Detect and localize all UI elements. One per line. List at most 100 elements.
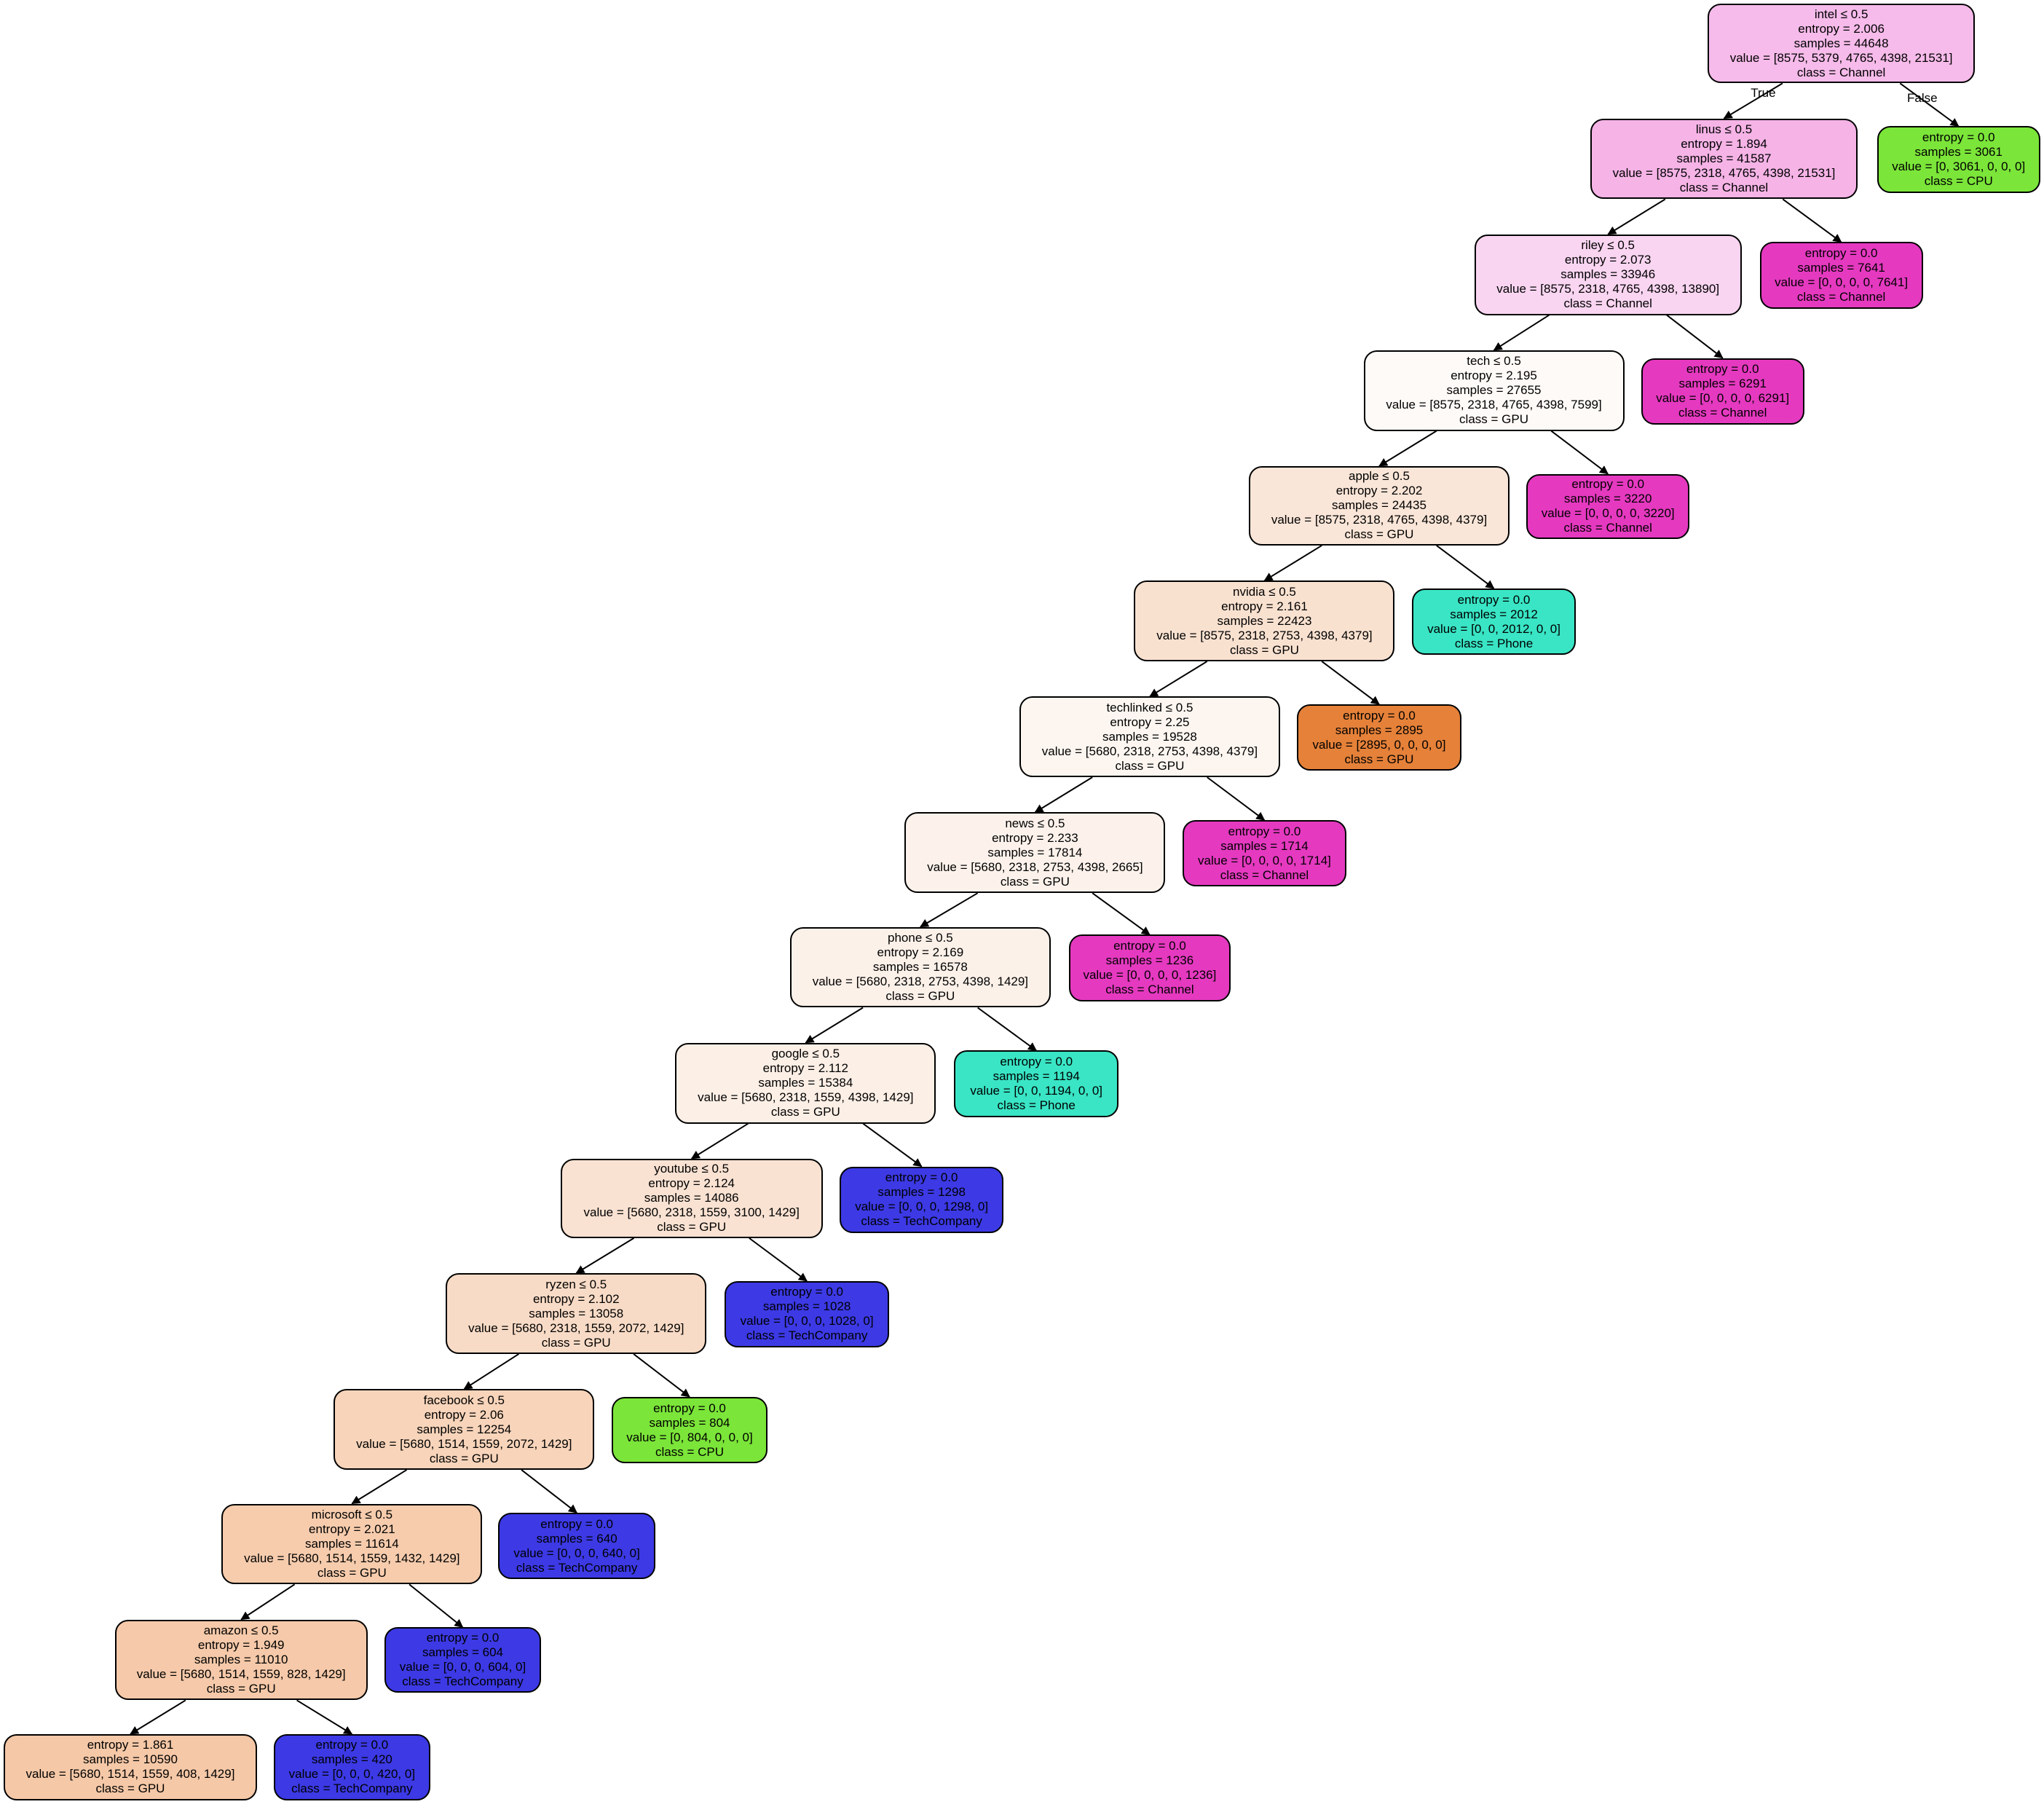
node-line: entropy = 0.0	[1343, 708, 1416, 723]
node-line: value = [5680, 2318, 1559, 3100, 1429]	[583, 1205, 800, 1220]
node-line: entropy = 2.25	[1110, 714, 1190, 729]
node-line: samples = 11614	[305, 1536, 399, 1551]
node-line: samples = 3220	[1563, 492, 1652, 506]
node-line: entropy = 0.0	[315, 1738, 389, 1752]
node-line: value = [0, 3061, 0, 0, 0]	[1892, 159, 2026, 173]
edge-amazon-to-gpu-leaf-2	[130, 1699, 186, 1735]
node-line: value = [0, 0, 0, 420, 0]	[288, 1767, 416, 1782]
node-line: value = [5680, 2318, 2753, 4398, 2665]	[927, 859, 1143, 874]
edge-phone-to-phone-leaf-2	[977, 1007, 1037, 1052]
node-line: class = Phone	[997, 1098, 1076, 1113]
node-line: value = [0, 0, 0, 0, 3220]	[1541, 506, 1675, 521]
node-line: entropy = 2.006	[1798, 21, 1885, 36]
node-line: class = GPU	[95, 1782, 165, 1796]
node-line: class = Channel	[1220, 867, 1309, 882]
node-line: class = GPU	[1344, 527, 1414, 542]
node-line: value = [5680, 1514, 1559, 408, 1429]	[25, 1767, 235, 1782]
node-line: samples = 1236	[1105, 953, 1194, 967]
node-line: value = [0, 0, 0, 640, 0]	[513, 1546, 640, 1560]
node-line: apple ≤ 0.5	[1348, 469, 1410, 484]
node-line: samples = 22423	[1217, 613, 1312, 628]
node-line: samples = 2012	[1450, 607, 1538, 621]
edge-apple-to-nvidia	[1263, 545, 1322, 582]
node-line: entropy = 2.021	[309, 1521, 395, 1536]
node-line: value = [0, 0, 0, 1298, 0]	[855, 1200, 989, 1214]
node-line: samples = 1298	[877, 1185, 966, 1200]
node-line: class = TechCompany	[291, 1782, 413, 1796]
node-line: entropy = 2.202	[1335, 484, 1423, 498]
node-line: samples = 3061	[1914, 144, 2002, 159]
edge-google-to-techcompany-leaf-1	[862, 1122, 923, 1168]
edge-techlinked-to-news	[1034, 776, 1093, 814]
node-line: value = [0, 0, 0, 0, 1236]	[1083, 967, 1217, 982]
edge-amazon-to-techcompany-leaf-5	[296, 1699, 353, 1735]
node-line: value = [0, 0, 0, 0, 6291]	[1656, 391, 1790, 406]
node-line: samples = 19528	[1102, 729, 1197, 744]
node-line: samples = 15384	[758, 1076, 853, 1090]
node-line: samples = 1714	[1220, 838, 1309, 853]
node-line: class = Channel	[1796, 290, 1886, 304]
node-line: techlinked ≤ 0.5	[1106, 700, 1193, 714]
edge-techlinked-to-channel-leaf-4	[1207, 776, 1266, 821]
node-line: class = Channel	[1563, 521, 1652, 535]
node-line: samples = 604	[422, 1645, 504, 1659]
node-line: value = [0, 0, 2012, 0, 0]	[1427, 621, 1560, 636]
node-line: value = [2895, 0, 0, 0, 0]	[1312, 737, 1446, 752]
edge-linus-to-riley	[1607, 198, 1666, 235]
edge-youtube-to-techcompany-leaf-2	[749, 1237, 808, 1282]
edge-microsoft-to-amazon	[240, 1583, 296, 1621]
node-line: nvidia ≤ 0.5	[1233, 584, 1296, 599]
node-line: class = GPU	[1459, 412, 1528, 427]
node-line: samples = 420	[311, 1752, 392, 1767]
edge-linus-to-channel-leaf-1	[1782, 198, 1842, 243]
edge-google-to-youtube	[690, 1122, 749, 1160]
edge-ryzen-to-facebook	[463, 1353, 520, 1390]
node-line: entropy = 2.195	[1451, 369, 1537, 383]
node-line: value = [0, 0, 1194, 0, 0]	[970, 1084, 1102, 1098]
node-line: entropy = 0.0	[426, 1631, 500, 1645]
node-line: entropy = 2.161	[1221, 599, 1308, 613]
node-line: samples = 11010	[194, 1653, 288, 1666]
edge-ryzen-to-cpu-leaf-2	[633, 1353, 690, 1398]
node-line: entropy = 0.0	[1228, 824, 1301, 838]
node-line: samples = 13058	[529, 1306, 624, 1320]
node-line: entropy = 0.0	[1457, 592, 1531, 607]
node-line: samples = 33946	[1560, 267, 1656, 282]
node-line: entropy = 1.894	[1681, 137, 1767, 151]
node-line: class = Channel	[1678, 406, 1767, 420]
node-line: entropy = 0.0	[1113, 938, 1186, 953]
node-line: class = GPU	[541, 1335, 611, 1350]
node-line: amazon ≤ 0.5	[203, 1623, 279, 1637]
node-line: entropy = 2.102	[532, 1291, 620, 1306]
node-line: samples = 16578	[872, 960, 968, 975]
edge-facebook-to-microsoft	[351, 1469, 408, 1505]
node-line: phone ≤ 0.5	[888, 931, 953, 945]
node-line: samples = 41587	[1676, 151, 1772, 166]
node-line: value = [5680, 2318, 1559, 2072, 1429]	[468, 1320, 684, 1335]
node-line: entropy = 1.861	[87, 1738, 174, 1752]
node-line: class = GPU	[1229, 642, 1299, 657]
node-line: class = TechCompany	[402, 1674, 524, 1688]
node-line: samples = 804	[649, 1415, 730, 1430]
node-line: class = Channel	[1105, 982, 1194, 996]
edge-news-to-channel-leaf-5	[1092, 892, 1151, 936]
node-line: entropy = 2.169	[877, 945, 964, 960]
node-line: class = Phone	[1454, 636, 1534, 650]
node-line: value = [8575, 2318, 4765, 4398, 7599]	[1386, 398, 1602, 412]
